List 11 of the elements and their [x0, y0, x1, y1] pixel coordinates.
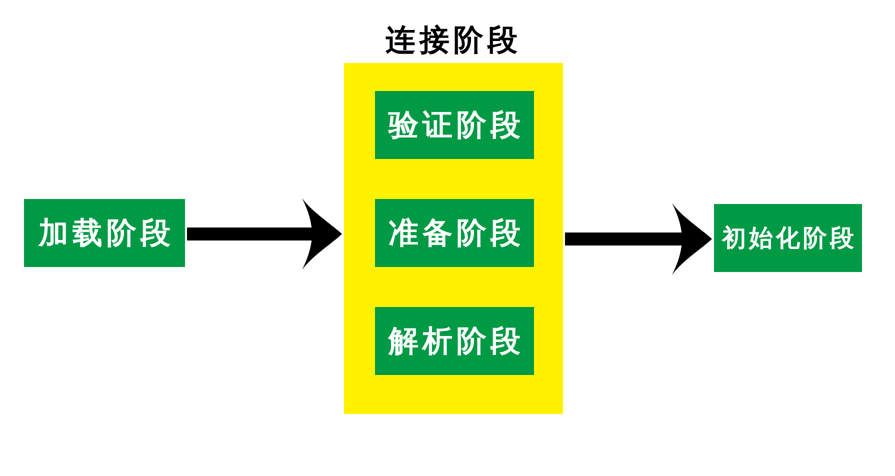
stage-box: [24, 199, 185, 267]
stage-label: 解析阶段: [388, 324, 524, 358]
stage-box: [714, 204, 862, 272]
stage-label: 加载阶段: [38, 216, 174, 250]
stage-box: [375, 199, 534, 267]
stage-label: 准备阶段: [388, 216, 524, 250]
stage-box: [375, 91, 534, 159]
stage-label: 验证阶段: [388, 108, 524, 142]
group-heading: 连接阶段: [386, 24, 522, 57]
stage-box: [375, 307, 534, 375]
stage-label: 初始化阶段: [722, 224, 857, 252]
